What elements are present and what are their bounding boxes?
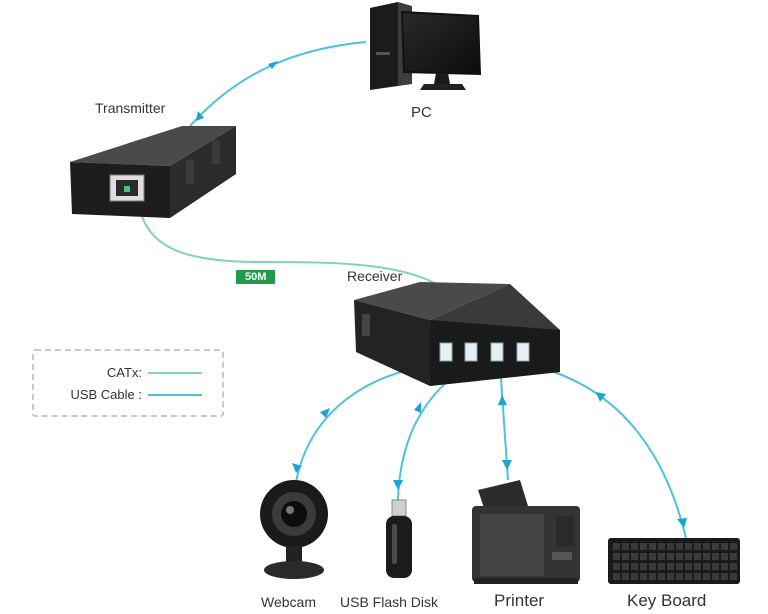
computer-icon — [370, 2, 482, 90]
legend-catx: CATx: — [107, 365, 202, 380]
transmitter-box-icon — [70, 126, 236, 218]
usb-flash-disk-label: USB Flash Disk — [340, 594, 439, 610]
printer-icon — [472, 480, 580, 584]
pc-label: PC — [411, 104, 432, 121]
webcam-label: Webcam — [261, 594, 316, 610]
distance-badge: 50M — [236, 270, 276, 284]
catx-cable — [139, 209, 449, 293]
receiver-label: Receiver — [347, 268, 403, 284]
receiver-box-icon — [354, 282, 560, 386]
legend-catx-label: CATx: — [106, 365, 142, 380]
keyboard-icon — [608, 538, 740, 584]
printer-label: Printer — [494, 591, 545, 610]
webcam-icon — [260, 480, 328, 579]
keyboard-label: Key Board — [627, 591, 707, 610]
usb-flash-disk-icon — [386, 499, 412, 578]
usb-cable-printer — [498, 363, 512, 481]
usb-cable-pc — [189, 41, 367, 127]
legend-usb-label: USB Cable : — [70, 387, 142, 402]
legend: CATx: USB Cable : — [32, 349, 224, 417]
legend-usb-line — [148, 393, 202, 396]
legend-usb: USB Cable : — [70, 387, 202, 402]
transmitter-label: Transmitter — [95, 100, 166, 116]
legend-catx-line — [148, 371, 202, 374]
